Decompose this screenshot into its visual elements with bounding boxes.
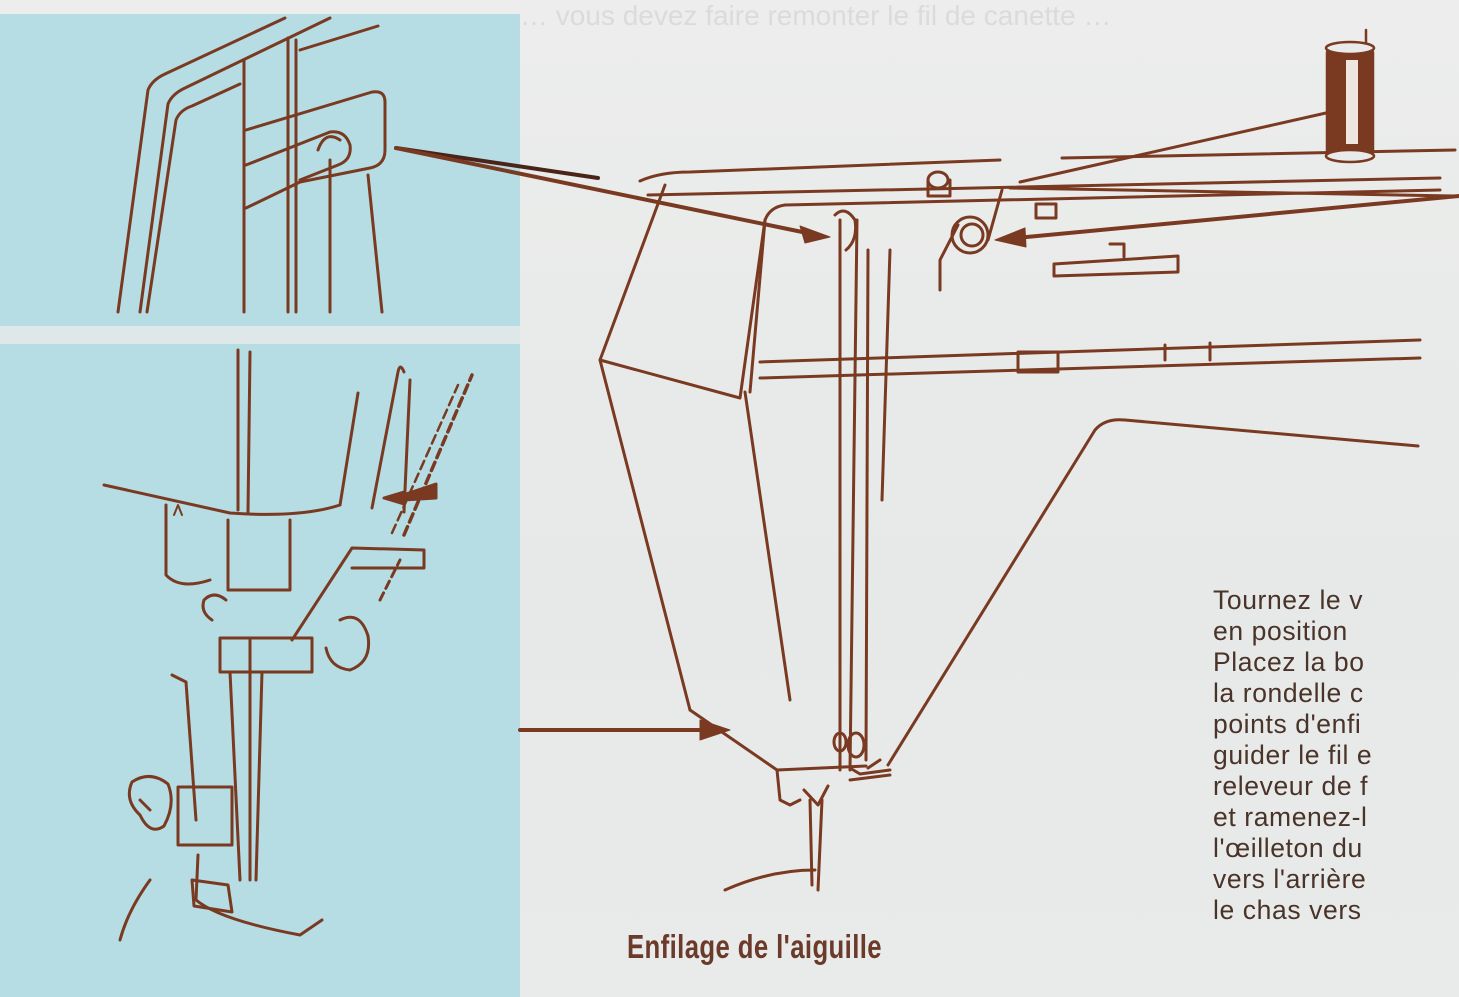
inset-panel-thread-guide bbox=[0, 14, 520, 326]
machine-head-drawing bbox=[598, 28, 1457, 892]
needle-inset-drawing bbox=[102, 348, 474, 942]
arrow-to-tension bbox=[1014, 194, 1459, 240]
inset-divider bbox=[0, 326, 520, 344]
figure-caption: Enfilage de l'aiguille bbox=[627, 928, 882, 965]
text-line: releveur de f bbox=[1213, 771, 1369, 801]
callout-arrows bbox=[394, 146, 1459, 741]
text-line: guider le fil e bbox=[1213, 740, 1373, 770]
text-line: Tournez le v bbox=[1213, 585, 1364, 615]
thread-guide-inset-drawing bbox=[116, 16, 600, 314]
text-line: l'œilleton du bbox=[1213, 833, 1363, 863]
text-line: Placez la bo bbox=[1213, 647, 1365, 677]
text-line: le chas vers bbox=[1213, 895, 1362, 925]
text-line: la rondelle c bbox=[1213, 678, 1364, 708]
arrow-to-thread-guide bbox=[394, 146, 814, 236]
thread-spool-drawing bbox=[1324, 28, 1376, 164]
text-line: et ramenez-l bbox=[1213, 802, 1368, 832]
text-line: vers l'arrière bbox=[1213, 864, 1367, 894]
text-line: en position bbox=[1213, 616, 1348, 646]
bleed-through-text: … vous devez faire remonter le fil de ca… bbox=[520, 0, 1112, 30]
text-line: points d'enfi bbox=[1213, 709, 1362, 739]
instruction-text-block: Tournez le v en position Placez la bo la… bbox=[1213, 585, 1459, 926]
